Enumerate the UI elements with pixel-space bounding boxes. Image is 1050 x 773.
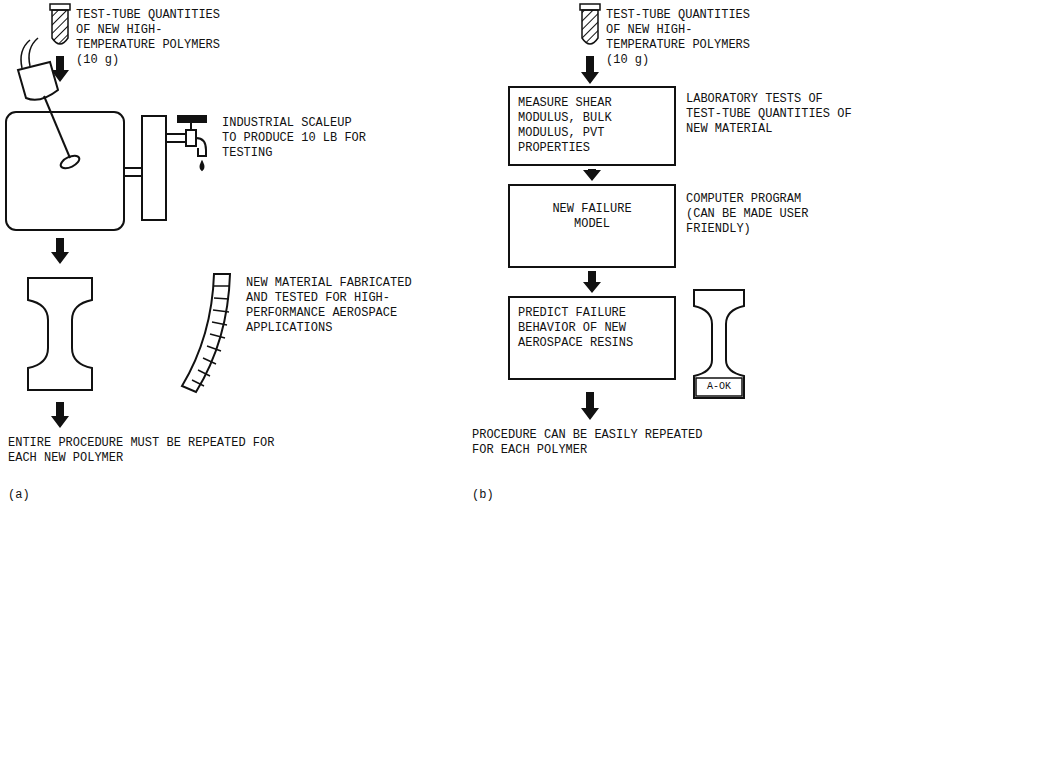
outcome-note: PROCEDURE CAN BE EASILY REPEATED FOR EAC… [472,428,702,458]
source-note: TEST-TUBE QUANTITIES OF NEW HIGH-TEMPERA… [606,8,764,68]
source-note: TEST-TUBE QUANTITIES OF NEW HIGH-TEMPERA… [76,8,234,68]
tensile-specimen [28,278,92,390]
specimen-mark: A-OK [697,380,741,394]
composite-part [182,274,230,392]
test-tube [580,4,600,44]
box-text: NEW FAILURE MODEL [518,202,666,232]
flow-arrow [583,271,601,293]
process-box: MEASURE SHEAR MODULUS, BULK MODULUS, PVT… [508,86,676,166]
process-box: PREDICT FAILURE BEHAVIOR OF NEW AEROSPAC… [508,296,676,380]
box-text: PREDICT FAILURE BEHAVIOR OF NEW AEROSPAC… [518,306,666,351]
process-note: NEW MATERIAL FABRICATED AND TESTED FOR H… [246,276,433,336]
process-note: COMPUTER PROGRAM (CAN BE MADE USER FRIEN… [686,192,830,237]
process-note: LABORATORY TESTS OF TEST-TUBE QUANTITIES… [686,92,859,137]
outcome-note: ENTIRE PROCEDURE MUST BE REPEATED FOR EA… [8,436,282,466]
flow-arrow [583,169,601,181]
box-text: MEASURE SHEAR MODULUS, BULK MODULUS, PVT… [518,96,666,156]
process-note: INDUSTRIAL SCALEUP TO PRODUCE 10 LB FOR … [222,116,366,161]
tensile-specimen [694,290,744,398]
test-tube [50,4,70,44]
panel-label: (a) [8,488,51,503]
process-box: NEW FAILURE MODEL [508,184,676,268]
panel-label: (b) [472,488,515,503]
